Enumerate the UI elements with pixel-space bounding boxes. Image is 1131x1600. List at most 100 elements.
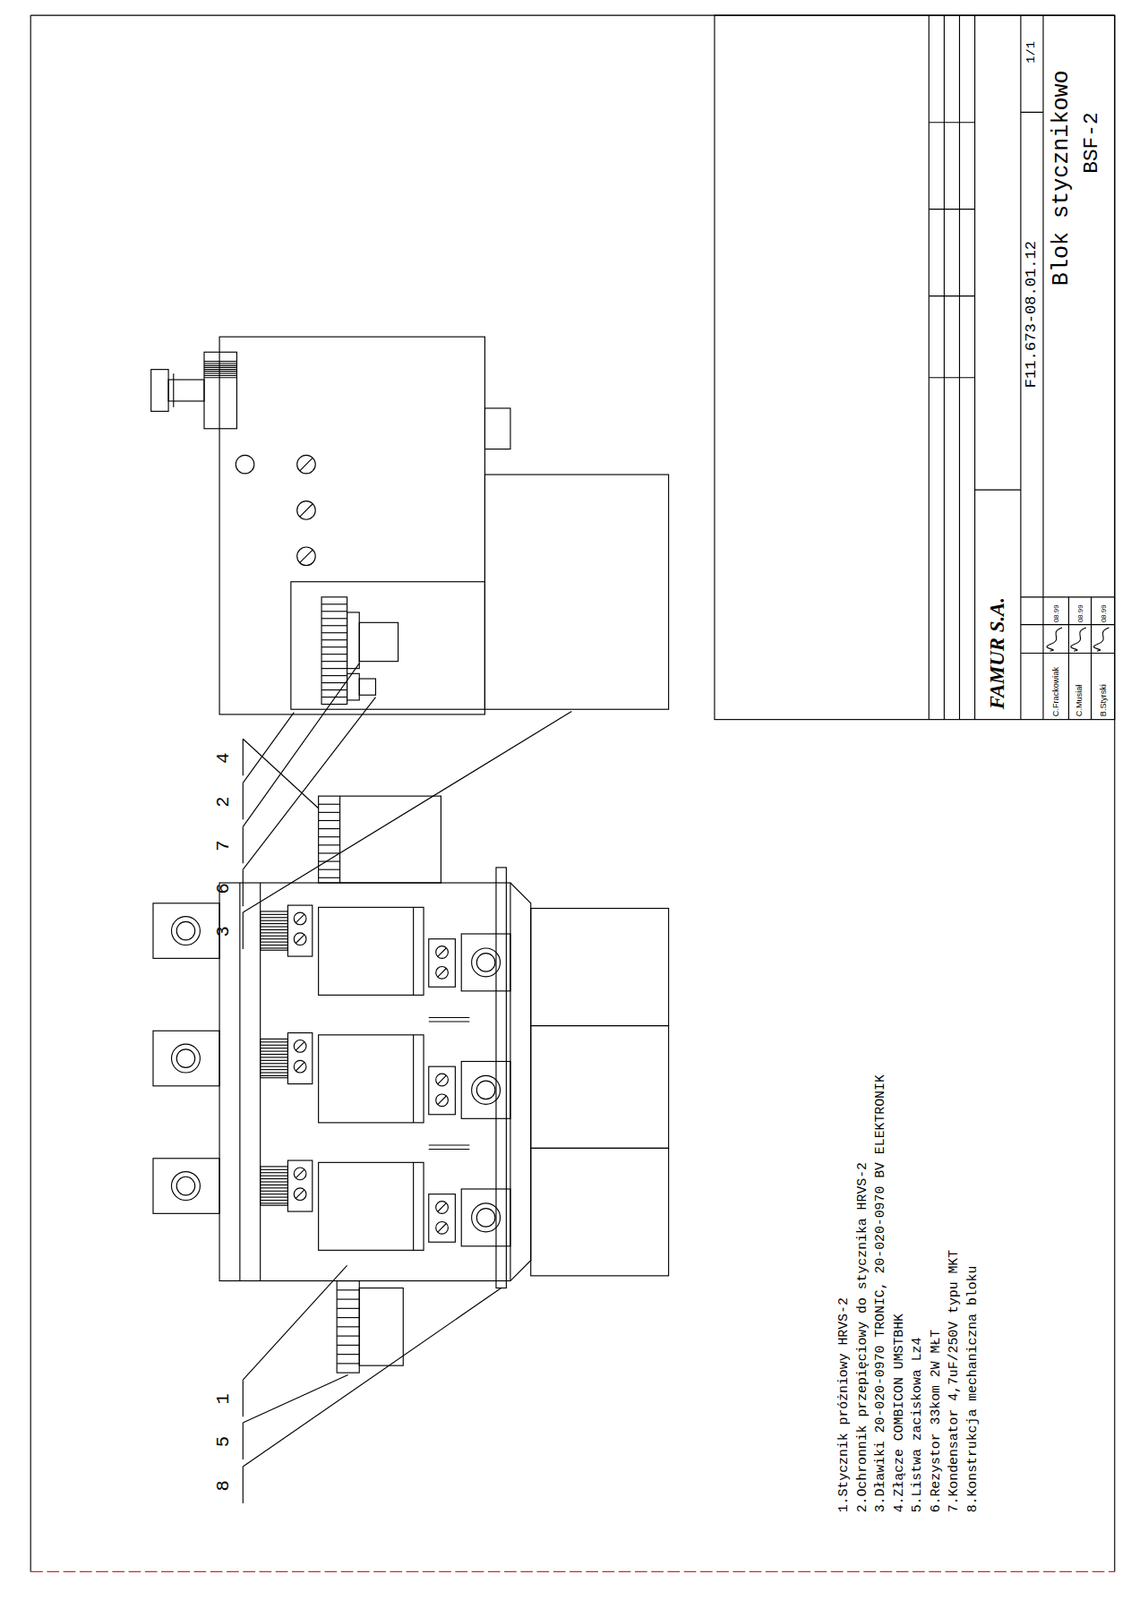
strip-divider <box>336 1299 360 1301</box>
signature-date: 08.99 <box>1099 604 1107 623</box>
screw-symbol <box>293 1167 307 1181</box>
title-block-line <box>1042 15 1044 720</box>
leader-line <box>242 663 360 827</box>
parts-list-item: 8.Konstrukcja mechaniczna bloku <box>965 1266 979 1514</box>
comb-tooth <box>260 1053 289 1055</box>
panel-terminal-divider <box>321 675 347 677</box>
comb-tooth <box>260 1051 289 1053</box>
comb-tooth <box>260 1066 289 1068</box>
lug-hole <box>171 916 201 946</box>
company-name: FAMUR S.A. <box>985 597 1007 710</box>
screw-block <box>287 1033 312 1085</box>
output-terminal <box>461 933 511 992</box>
comb-tooth <box>260 1172 289 1174</box>
comb-tooth <box>260 1056 289 1058</box>
drawing-number: F11.673-08.01.12 <box>1023 240 1039 388</box>
panel-terminal-strip <box>321 597 347 705</box>
choke-block <box>531 1148 669 1276</box>
panel-terminal-divider <box>321 646 347 648</box>
contactor-front-view <box>153 796 669 1373</box>
revision-line <box>928 15 930 720</box>
terminal-lug <box>153 1030 220 1087</box>
vacuum-contactor <box>318 1162 424 1251</box>
frame-bevel <box>510 882 532 1282</box>
screw-block <box>287 1160 312 1212</box>
combicon-connector <box>318 796 442 883</box>
comb-tooth <box>260 1197 289 1199</box>
bracket-hatch <box>204 370 237 372</box>
comb-tooth <box>260 1175 289 1177</box>
revision-line <box>959 15 960 720</box>
capacitor-symbol <box>359 622 398 661</box>
comb-tooth <box>260 932 289 934</box>
title-block-line <box>1020 624 1115 626</box>
frame-line <box>30 15 32 1572</box>
callout-underline <box>242 826 244 864</box>
lug-hole <box>171 1044 201 1073</box>
comb-tooth <box>260 923 289 925</box>
title-block-line <box>1068 597 1070 720</box>
comb-tooth <box>260 1187 289 1189</box>
title-block-line <box>1090 597 1092 720</box>
panel-terminal-divider <box>321 610 347 612</box>
screw-symbol <box>297 454 317 474</box>
resistor-symbol <box>359 678 376 695</box>
revision-line <box>928 377 975 378</box>
terminal-hole <box>471 948 501 977</box>
bracket-hatch <box>204 367 237 369</box>
screw-symbol <box>436 1073 449 1087</box>
callout-underline <box>242 1466 244 1504</box>
screw-slot <box>299 549 313 563</box>
screw-symbol <box>293 1188 307 1201</box>
leader-line <box>242 1374 348 1423</box>
bracket-hatch <box>204 362 237 364</box>
callout-number: 1 <box>214 1393 233 1405</box>
connector-pin <box>318 869 341 871</box>
parts-list-item: 2.Ochronnik przepięciowy do stycznika HR… <box>855 1162 869 1513</box>
callout-number: 8 <box>214 1480 233 1491</box>
screw-block <box>428 939 456 988</box>
screw-slot <box>437 1096 447 1106</box>
comb-tooth <box>260 1041 289 1043</box>
comb-tooth <box>260 1202 289 1204</box>
screw-head <box>436 966 449 979</box>
screw-symbol <box>293 1060 307 1073</box>
contactor-phase <box>153 1158 511 1251</box>
contactor-edge <box>412 1035 414 1123</box>
screw-symbol <box>293 912 307 926</box>
strip-divider <box>336 1326 360 1328</box>
sheet-frame <box>30 15 1115 1572</box>
comb-tooth <box>260 1178 289 1180</box>
signatory-name: B.Styrski <box>1098 684 1107 717</box>
bracket-hatch <box>204 375 237 377</box>
callout-number: 6 <box>214 882 233 894</box>
screw-symbol <box>436 1094 449 1107</box>
panel-terminal-divider <box>321 603 347 605</box>
callout-underline <box>242 912 244 950</box>
signatory-name: C.Musiał <box>1075 685 1084 717</box>
parts-list-item: 6.Rezystor 33kom 2W MŁT <box>928 1329 943 1514</box>
phase-separator <box>428 1017 471 1019</box>
screw-slot <box>295 934 305 944</box>
panel-terminal-divider <box>321 617 347 619</box>
screw-head <box>436 1094 449 1107</box>
screw-slot <box>437 968 447 978</box>
frame-line <box>239 882 240 1282</box>
screw-head <box>436 1201 449 1215</box>
screw-head <box>436 1073 449 1087</box>
leader-line <box>242 712 294 784</box>
screw-symbol <box>436 966 449 979</box>
terminal-hole <box>471 1203 501 1233</box>
base-frame <box>219 882 511 1282</box>
comb-tooth <box>260 925 289 927</box>
screw-slot <box>295 1169 305 1179</box>
side-tab <box>484 408 510 450</box>
comb-tooth <box>260 1193 289 1195</box>
screw-symbol <box>436 1201 449 1215</box>
panel-terminal-divider <box>321 625 347 626</box>
contactor-edge <box>412 907 414 995</box>
strip-divider <box>336 1308 360 1310</box>
screw-symbol <box>297 547 317 566</box>
